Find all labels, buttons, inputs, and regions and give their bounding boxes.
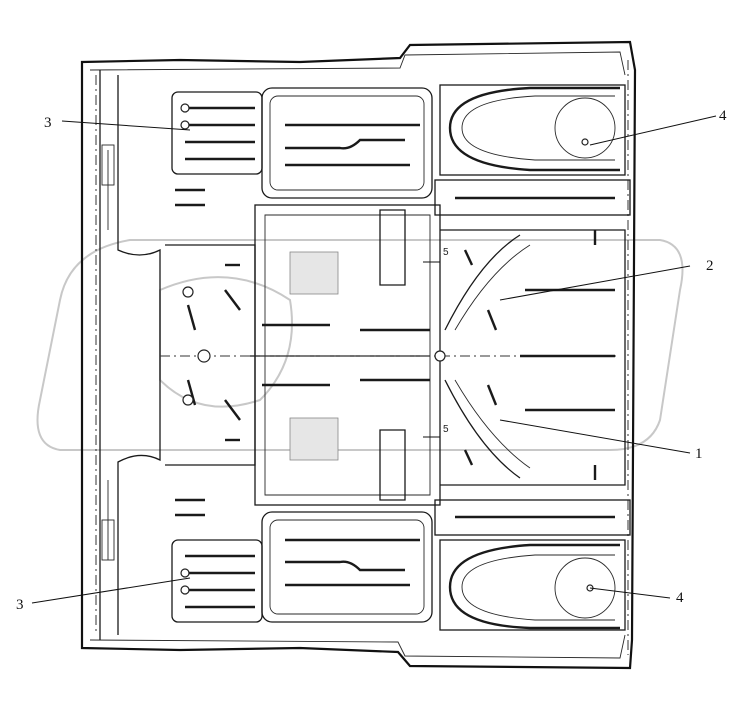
left-lower-pan xyxy=(171,498,263,623)
callout-4-upper: 4 xyxy=(719,108,727,124)
callout-3-lower: 3 xyxy=(16,597,24,613)
left-side-rail xyxy=(99,70,161,640)
leader-lines xyxy=(31,115,717,604)
watermark xyxy=(36,239,684,451)
left-mid-area xyxy=(165,244,256,466)
callout-4-lower: 4 xyxy=(676,590,684,606)
callout-3-upper: 3 xyxy=(44,115,52,131)
mark-5-lower: 5 xyxy=(443,424,449,435)
right-lower-well xyxy=(439,539,626,631)
right-mid-area xyxy=(434,179,631,536)
callout-1: 1 xyxy=(695,446,703,462)
callout-2: 2 xyxy=(706,258,714,274)
mark-5-upper: 5 xyxy=(443,247,449,258)
right-upper-well xyxy=(439,84,626,176)
floor-outline xyxy=(80,40,637,670)
center-crossmembers xyxy=(160,87,620,623)
left-upper-pan xyxy=(171,91,263,207)
